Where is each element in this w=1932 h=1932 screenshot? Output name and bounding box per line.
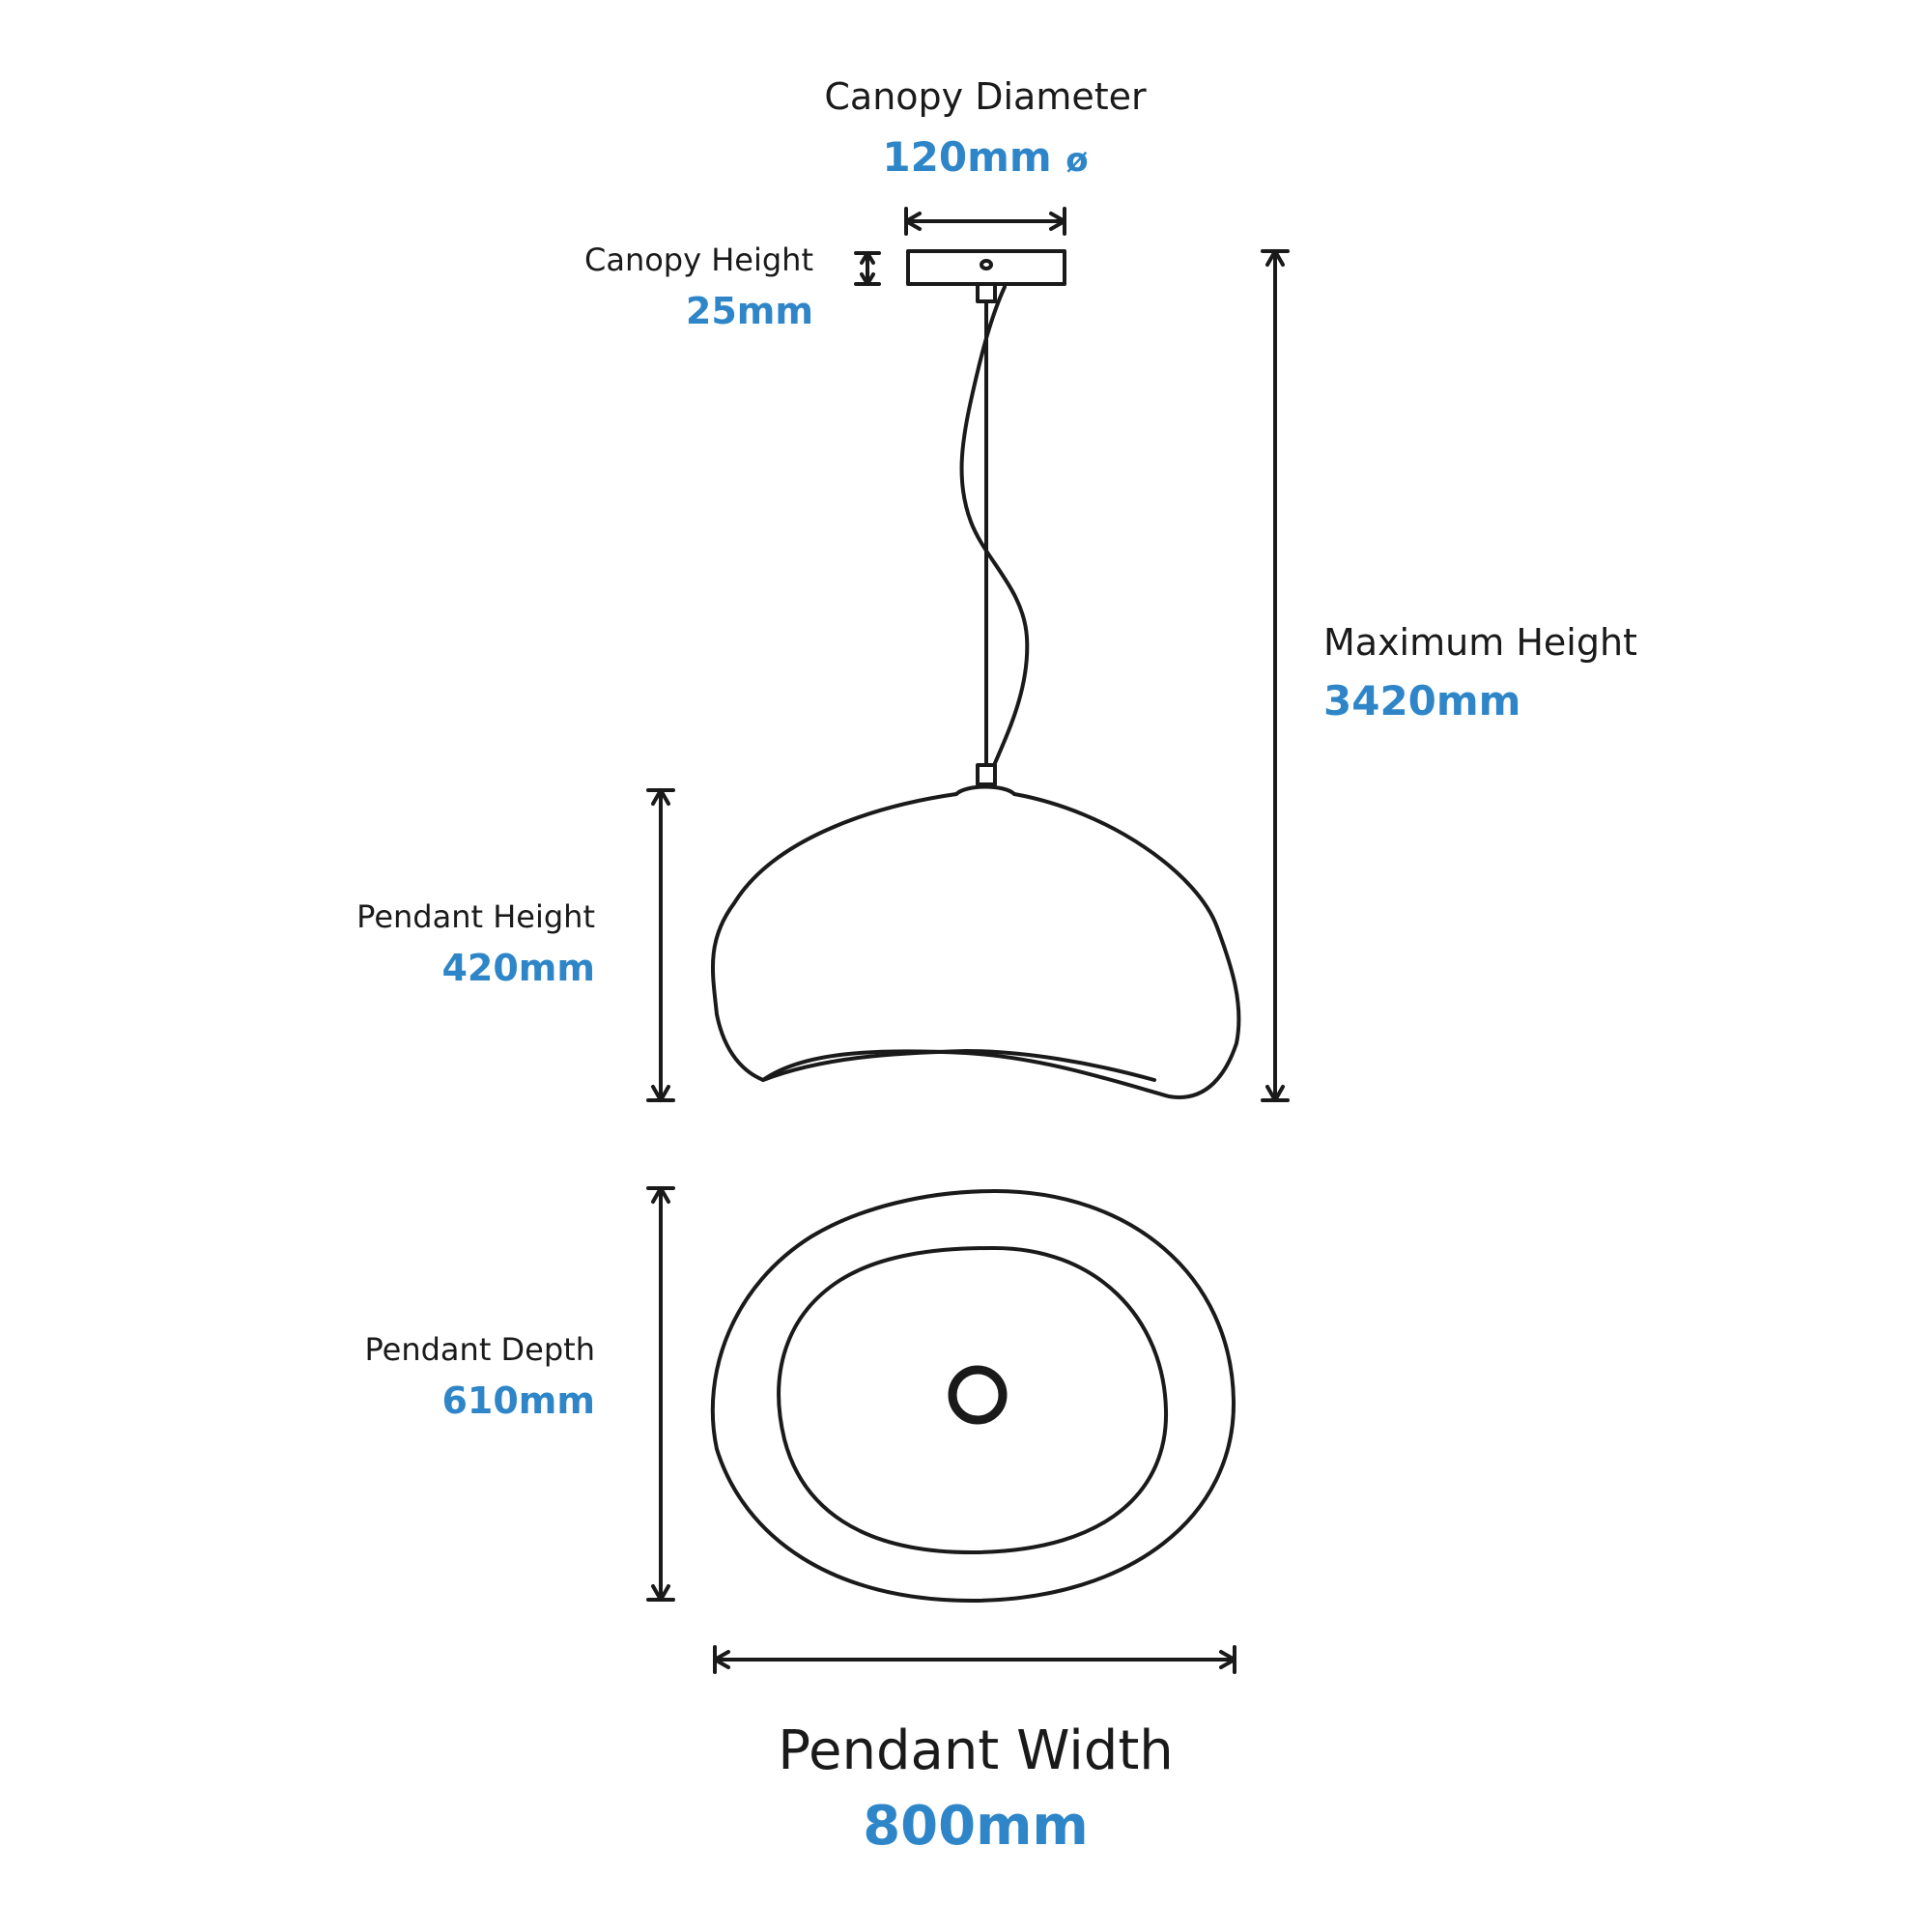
pendant-width-value: 800mm xyxy=(863,1795,1089,1858)
pendant-depth-dimension-line xyxy=(646,1186,675,1602)
canopy-diameter-label: Canopy Diameter xyxy=(824,75,1147,118)
pendant-depth-value: 610mm xyxy=(441,1379,595,1422)
pendant-width-label: Pendant Width xyxy=(778,1719,1174,1782)
canopy-diameter-dimension-line xyxy=(904,207,1066,236)
pendant-depth-label: Pendant Depth xyxy=(364,1331,595,1368)
maximum-height-label: Maximum Height xyxy=(1323,621,1637,664)
canopy-height-value: 25mm xyxy=(685,290,813,332)
canopy-height-label: Canopy Height xyxy=(583,242,813,278)
maximum-height-dimension-line xyxy=(1261,249,1290,1102)
diameter-symbol: ø xyxy=(1065,141,1089,180)
pendant-height-value: 420mm xyxy=(441,947,595,989)
pendant-height-dimension-line xyxy=(646,788,675,1102)
pendant-side-view xyxy=(710,763,1241,1099)
pendant-width-dimension-line xyxy=(713,1645,1236,1674)
pendant-bottom-view xyxy=(710,1189,1236,1604)
canopy xyxy=(906,249,1066,303)
canopy-diameter-number: 120mm xyxy=(882,133,1052,181)
maximum-height-value: 3420mm xyxy=(1323,677,1521,724)
canopy-height-dimension-line xyxy=(854,251,881,286)
canopy-diameter-value: 120mm ø xyxy=(792,133,1179,181)
pendant-height-label: Pendant Height xyxy=(356,898,595,935)
suspension-cable xyxy=(959,285,1030,767)
